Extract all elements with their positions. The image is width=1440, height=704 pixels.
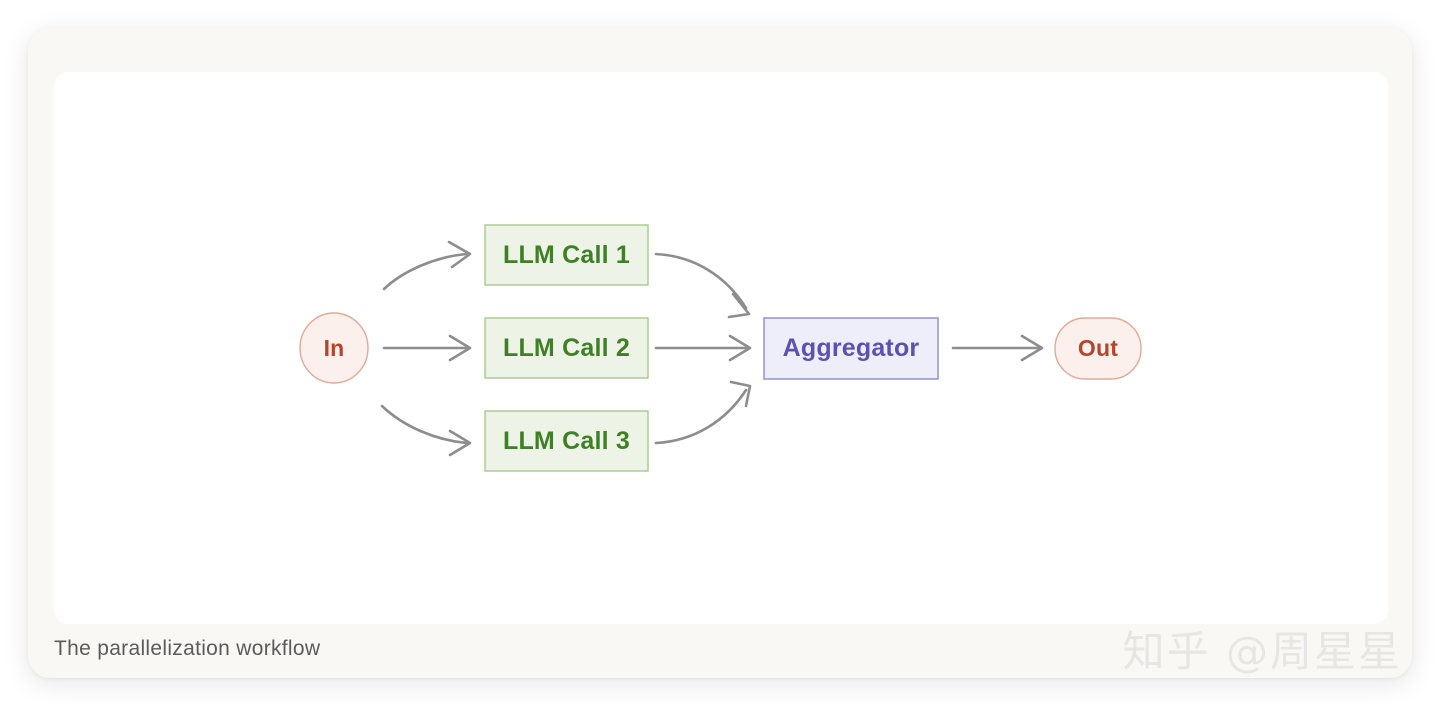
node-llm-call-2-shape[interactable] — [484, 317, 649, 379]
node-aggregator-shape[interactable] — [763, 317, 939, 380]
zhihu-watermark: 知乎 @周星星 — [1122, 627, 1402, 676]
edge-llm-call-1-to-aggregator — [654, 252, 751, 319]
node-llm-call-3-shape[interactable] — [484, 410, 649, 472]
edge-llm-call-2-to-aggregator — [654, 334, 752, 362]
node-llm-call-1-shape[interactable] — [484, 224, 649, 286]
edge-in-to-llm-call-3 — [380, 404, 472, 457]
edge-aggregator-to-out — [951, 334, 1044, 362]
parallelization-workflow-diagram — [299, 224, 1142, 472]
figure-caption: The parallelization workflow — [54, 637, 321, 660]
node-out-shape[interactable] — [1054, 317, 1142, 380]
edge-in-to-llm-call-1 — [382, 240, 472, 291]
edge-llm-call-3-to-aggregator — [654, 380, 752, 445]
node-in-shape[interactable] — [299, 312, 369, 384]
edge-in-to-llm-call-2 — [382, 334, 472, 362]
